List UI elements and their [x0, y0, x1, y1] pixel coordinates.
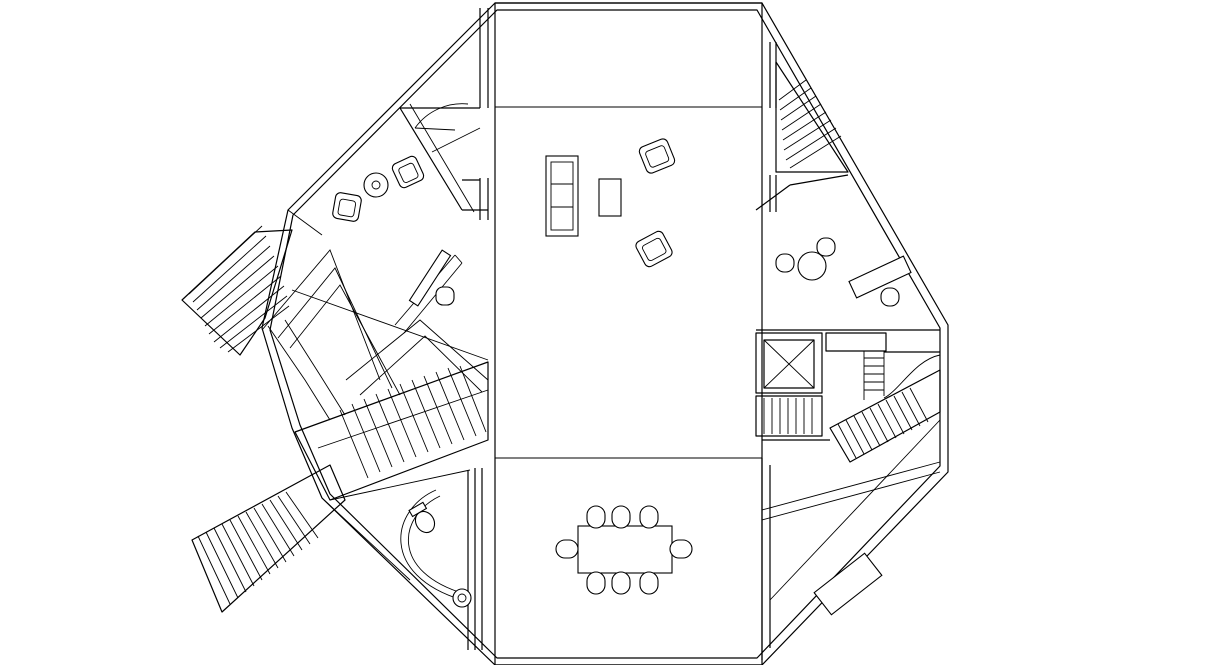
- toilet: [408, 501, 436, 534]
- round-table: [797, 251, 827, 281]
- outer-walls: [261, 2, 949, 665]
- armchair: [391, 155, 425, 189]
- east-study: [756, 237, 940, 331]
- northwest-stair: [181, 225, 293, 356]
- chair: [435, 286, 455, 306]
- round-side-table: [363, 172, 389, 198]
- chair: [816, 237, 836, 257]
- east-core-stair: [755, 332, 941, 437]
- desk: [408, 249, 452, 307]
- chair: [775, 253, 795, 273]
- west-stair: [294, 361, 489, 501]
- southeast-room: [761, 419, 941, 616]
- desk: [848, 255, 912, 299]
- southwest-bath: [321, 469, 471, 650]
- elevator-shaft: [755, 332, 823, 394]
- dining-set: [555, 505, 693, 595]
- southeast-bench: [813, 552, 883, 616]
- northwest-lounge: [287, 103, 488, 236]
- east-stair: [762, 369, 941, 463]
- sofa: [545, 155, 579, 237]
- dining-table: [577, 525, 673, 574]
- armchair: [635, 230, 673, 268]
- northeast-stair: [755, 61, 849, 211]
- armchair: [332, 192, 362, 222]
- zigzag-ramp: [261, 249, 489, 421]
- armchair: [638, 138, 676, 174]
- southwest-stair: [191, 464, 346, 613]
- chair: [880, 287, 900, 307]
- washbasin: [452, 588, 472, 608]
- coffee-table: [598, 178, 622, 217]
